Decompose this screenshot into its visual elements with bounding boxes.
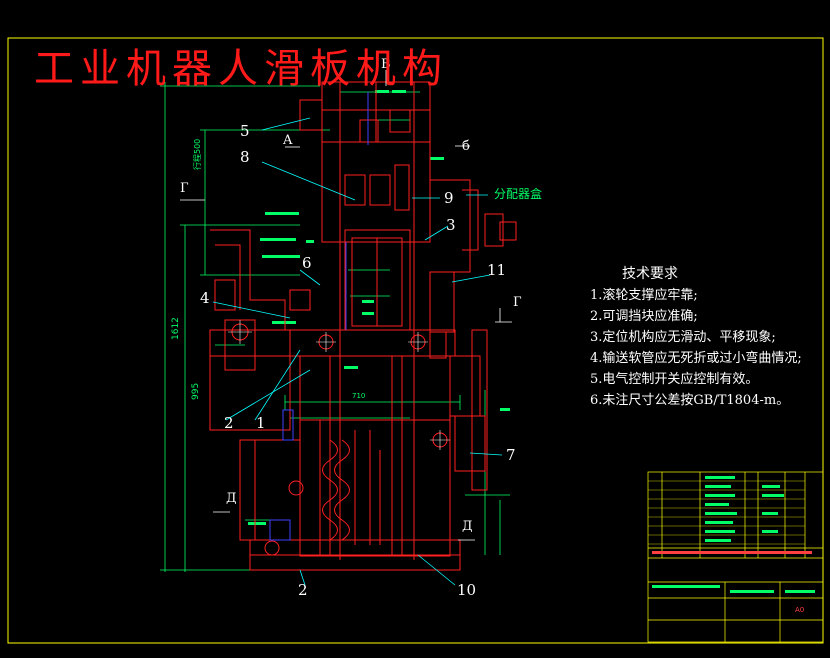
small-callout-texts [248,90,510,525]
title-block-entries [652,476,815,593]
view-markers [180,70,512,541]
distributor-box-annotation: 分配器盒 [494,186,542,201]
part-label-2b: 2 [298,581,308,599]
part-label-11: 11 [487,261,506,279]
view-label-b: B [381,57,391,72]
view-label-b-cyrillic: б [462,139,470,154]
machine-structure [209,81,517,571]
drawing-frame [7,37,824,644]
view-label-g-left: Г [180,181,189,196]
title-block-header [652,551,812,554]
part-labels: 1 2 2 3 4 5 6 7 8 9 10 11 [200,122,516,599]
view-label-a: A [282,133,293,148]
view-letters: A B б Г Г Д Д [180,57,522,534]
part-label-7: 7 [506,446,516,464]
tech-item-5: 5.电气控制开关应控制有效。 [590,372,759,387]
tech-item-3: 3.定位机构应无滑动、平移现象; [590,330,776,345]
center-lines [228,320,450,450]
tech-item-6: 6.未注尺寸公差按GB/T1804-m。 [590,393,790,408]
dim-width: 710 [352,392,365,400]
part-label-1: 1 [256,414,266,432]
blue-hidden-lines [269,92,369,541]
dimension-lines [160,82,510,572]
tech-heading: 技术要求 [622,266,678,282]
part-label-6: 6 [302,254,312,272]
technical-requirements: 技术要求 1.滚轮支撑应牢靠; 2.可调挡块应准确; 3.定位机构应无滑动、平移… [590,264,802,411]
title-block-rows [648,480,805,545]
view-label-d-left: Д [226,491,237,506]
dim-total-height: 1612 [171,317,181,340]
tech-item-4: 4.输送软管应无死折或过小弯曲情况; [590,351,802,366]
part-label-10: 10 [457,581,476,599]
leader-lines [212,117,503,586]
part-label-2: 2 [224,414,234,432]
title-block [647,471,824,643]
part-label-5: 5 [240,122,250,140]
dim-stroke: 行程500 [192,139,202,170]
dimension-texts: 1612 995 行程500 710 [171,139,365,400]
sheet-size: A0 [795,606,804,614]
part-label-3: 3 [446,216,456,234]
view-label-g-right: Г [513,295,522,310]
drawing-title: 工业机器人滑板机构 [34,46,448,92]
part-label-8: 8 [240,148,250,166]
part-label-9: 9 [444,189,454,207]
part-label-4: 4 [200,289,210,307]
view-label-d-right: Д [462,519,473,534]
dim-lower-height: 995 [191,383,201,400]
tech-item-2: 2.可调挡块应准确; [590,309,698,324]
tech-item-1: 1.滚轮支撑应牢靠; [590,288,698,303]
